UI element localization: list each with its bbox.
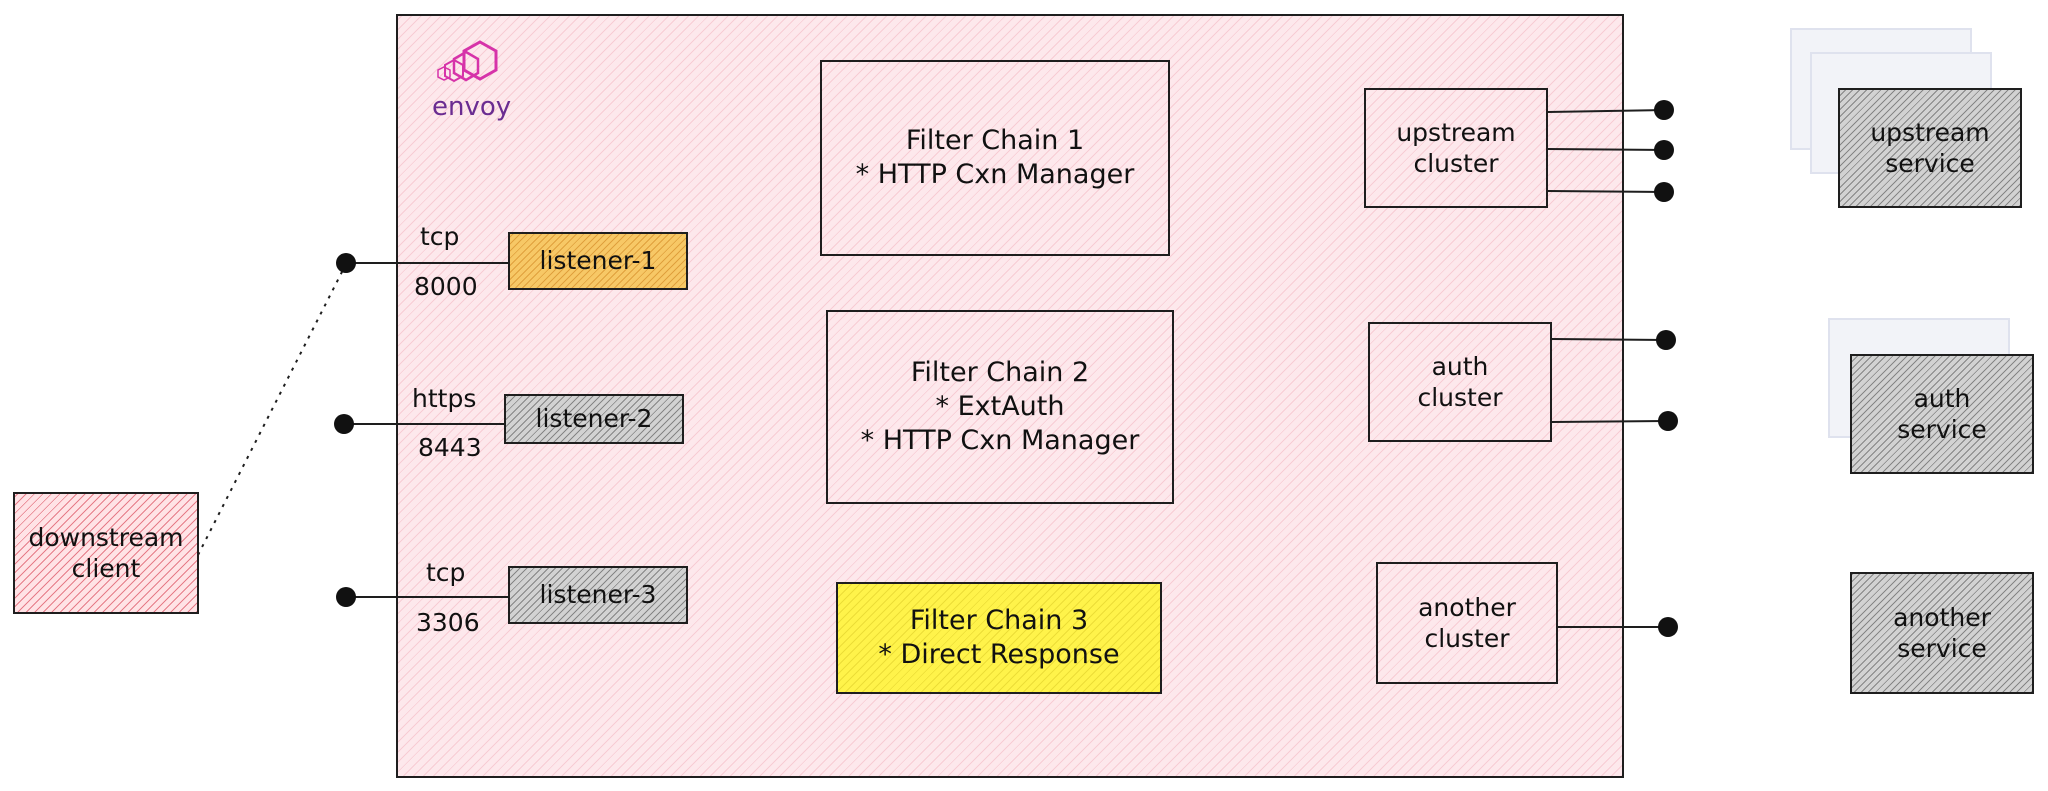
envoy-logo-icon [437,40,498,83]
filter-chain-1-box: Filter Chain 1 * HTTP Cxn Manager [820,60,1170,256]
auth-cluster-label-2: cluster [1417,383,1503,412]
listener-3-box: listener-3 [508,566,688,624]
auth-service-label-1: auth [1913,383,1971,413]
auth-cluster-endpoint-dot-1 [1656,330,1676,350]
upstream-cluster-endpoint-line-1 [1547,109,1665,113]
listener-2-box: listener-2 [504,394,684,444]
auth-cluster-endpoint-line-2 [1551,420,1669,423]
another-service-label-1: another [1893,602,1991,632]
another-service-label-2: service [1897,634,1987,663]
filter-chain-1-item-1: * HTTP Cxn Manager [855,159,1135,190]
listener-1-box: listener-1 [508,232,688,290]
downstream-client-label-1: downstream [28,522,184,552]
listener-2-port-dot [334,414,354,434]
auth-cluster-label-1: auth [1431,351,1489,381]
another-service-box: another service [1850,572,2034,694]
upstream-cluster-endpoint-dot-2 [1654,140,1674,160]
filter-chain-2-title: Filter Chain 2 [910,357,1090,389]
client-to-listener-1-connector [197,263,347,556]
upstream-cluster-box: upstream cluster [1364,88,1548,208]
filter-chain-2-box: Filter Chain 2 * ExtAuth * HTTP Cxn Mana… [826,310,1174,504]
filter-chain-3-box: Filter Chain 3 * Direct Response [836,582,1162,694]
downstream-client-box: downstream client [13,492,199,614]
upstream-cluster-endpoint-line-2 [1547,148,1665,151]
listener-1-protocol: tcp [420,222,460,251]
upstream-service-label-1: upstream [1870,117,1990,147]
another-cluster-box: another cluster [1376,562,1558,684]
another-cluster-label-2: cluster [1424,624,1510,653]
listener-3-protocol: tcp [426,558,466,587]
filter-chain-3-item-1: * Direct Response [878,639,1120,670]
listener-1-port-dot [336,253,356,273]
filter-chain-2-item-2: * HTTP Cxn Manager [860,424,1140,456]
auth-cluster-endpoint-line-1 [1551,338,1667,341]
auth-service-label-2: service [1897,415,1987,444]
listener-3-label: listener-3 [539,580,657,610]
listener-1-label: listener-1 [539,246,657,276]
upstream-cluster-label-2: cluster [1413,149,1499,178]
auth-cluster-endpoint-dot-2 [1658,411,1678,431]
listener-1-port: 8000 [414,272,478,301]
upstream-cluster-endpoint-dot-1 [1654,100,1674,120]
another-cluster-endpoint-dot [1658,617,1678,637]
upstream-service-label-2: service [1885,149,1975,178]
listener-2-port: 8443 [418,433,482,462]
listener-3-port: 3306 [416,608,480,637]
listener-2-protocol: https [412,384,477,413]
upstream-cluster-label-1: upstream [1396,117,1516,147]
envoy-brand-text: envoy [432,92,512,122]
upstream-cluster-endpoint-dot-3 [1654,182,1674,202]
upstream-service-box: upstream service [1838,88,2022,208]
auth-cluster-box: auth cluster [1368,322,1552,442]
listener-3-port-dot [336,587,356,607]
another-cluster-label-1: another [1418,592,1516,622]
filter-chain-1-title: Filter Chain 1 [905,125,1085,157]
filter-chain-3-title: Filter Chain 3 [909,605,1089,637]
listener-2-label: listener-2 [535,404,653,434]
auth-service-box: auth service [1850,354,2034,474]
filter-chain-2-item-1: * ExtAuth [935,391,1065,423]
downstream-client-label-2: client [71,554,141,583]
upstream-cluster-endpoint-line-3 [1547,190,1665,193]
